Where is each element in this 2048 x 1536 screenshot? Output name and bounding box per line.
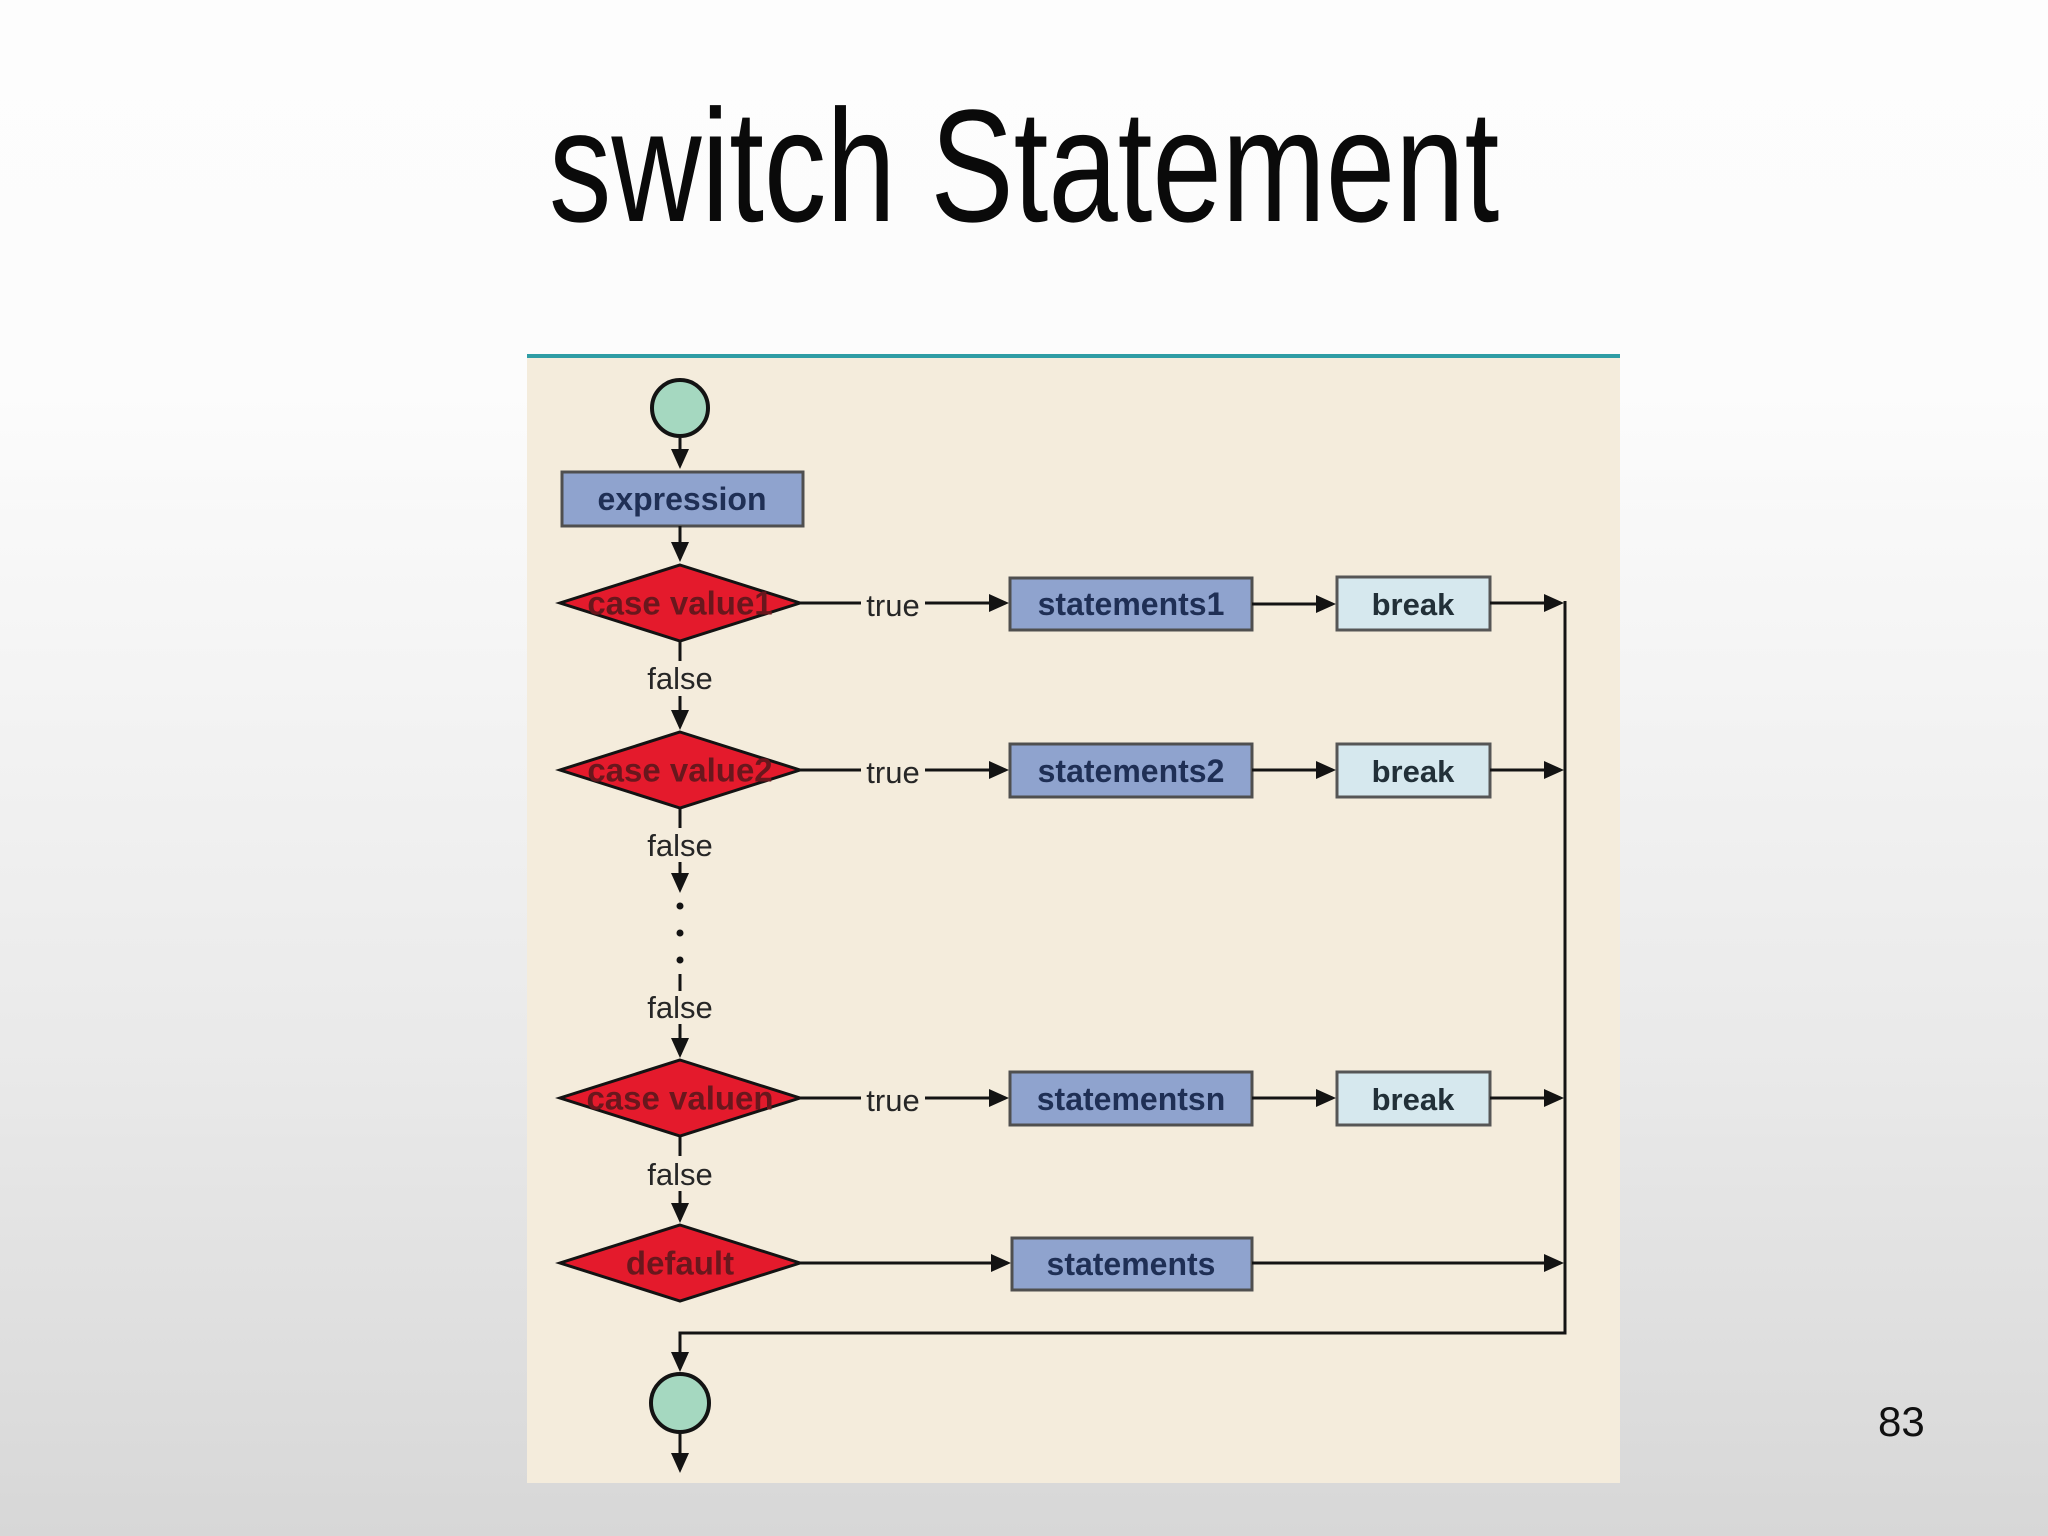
true-label-2: true (866, 755, 919, 790)
true-label-3: true (866, 1083, 919, 1118)
false-label-2: false (647, 828, 712, 863)
decision-default-label: default (626, 1245, 734, 1282)
collector-line (671, 601, 1567, 1372)
false-label-4: false (647, 1157, 712, 1192)
ellipsis-dot-3 (676, 956, 684, 964)
break2-label: break (1372, 754, 1455, 789)
end-terminal (649, 1372, 711, 1434)
break1-box (1335, 575, 1492, 632)
false-label-1: false (647, 661, 712, 696)
decision-case-value1-label: case value1 (587, 585, 772, 622)
decision-default (555, 1223, 805, 1303)
statements2-box (1008, 742, 1254, 799)
statements1-box (1008, 576, 1254, 632)
ellipsis-dot-1 (676, 902, 684, 910)
break2-box (1335, 742, 1492, 799)
statements-default-label: statements (1047, 1246, 1216, 1282)
expression-label: expression (598, 481, 767, 517)
expression-box (560, 470, 805, 528)
switch-flowchart: expression case value1 true statements1 … (555, 378, 1567, 1473)
false-label-3: false (647, 990, 712, 1025)
statements1-label: statements1 (1038, 586, 1225, 622)
break1-label: break (1372, 587, 1455, 622)
statementsn-box (1008, 1070, 1254, 1127)
page-number: 83 (1878, 1398, 1925, 1445)
statements-default-box (1010, 1236, 1254, 1292)
statementsn-label: statementsn (1037, 1081, 1226, 1117)
true-label-1: true (866, 588, 919, 623)
statements2-label: statements2 (1038, 753, 1225, 789)
ellipsis-dot-2 (676, 929, 684, 937)
decision-case-value2-label: case value2 (587, 752, 772, 789)
page-title: switch Statement (548, 76, 1500, 255)
decision-case-valuen-label: case valuen (586, 1080, 773, 1117)
slide-title-area: switch Statement (0, 60, 2048, 272)
break3-label: break (1372, 1082, 1455, 1117)
start-terminal (650, 378, 710, 438)
flowchart-panel: expression case value1 true statements1 … (527, 354, 1620, 1483)
